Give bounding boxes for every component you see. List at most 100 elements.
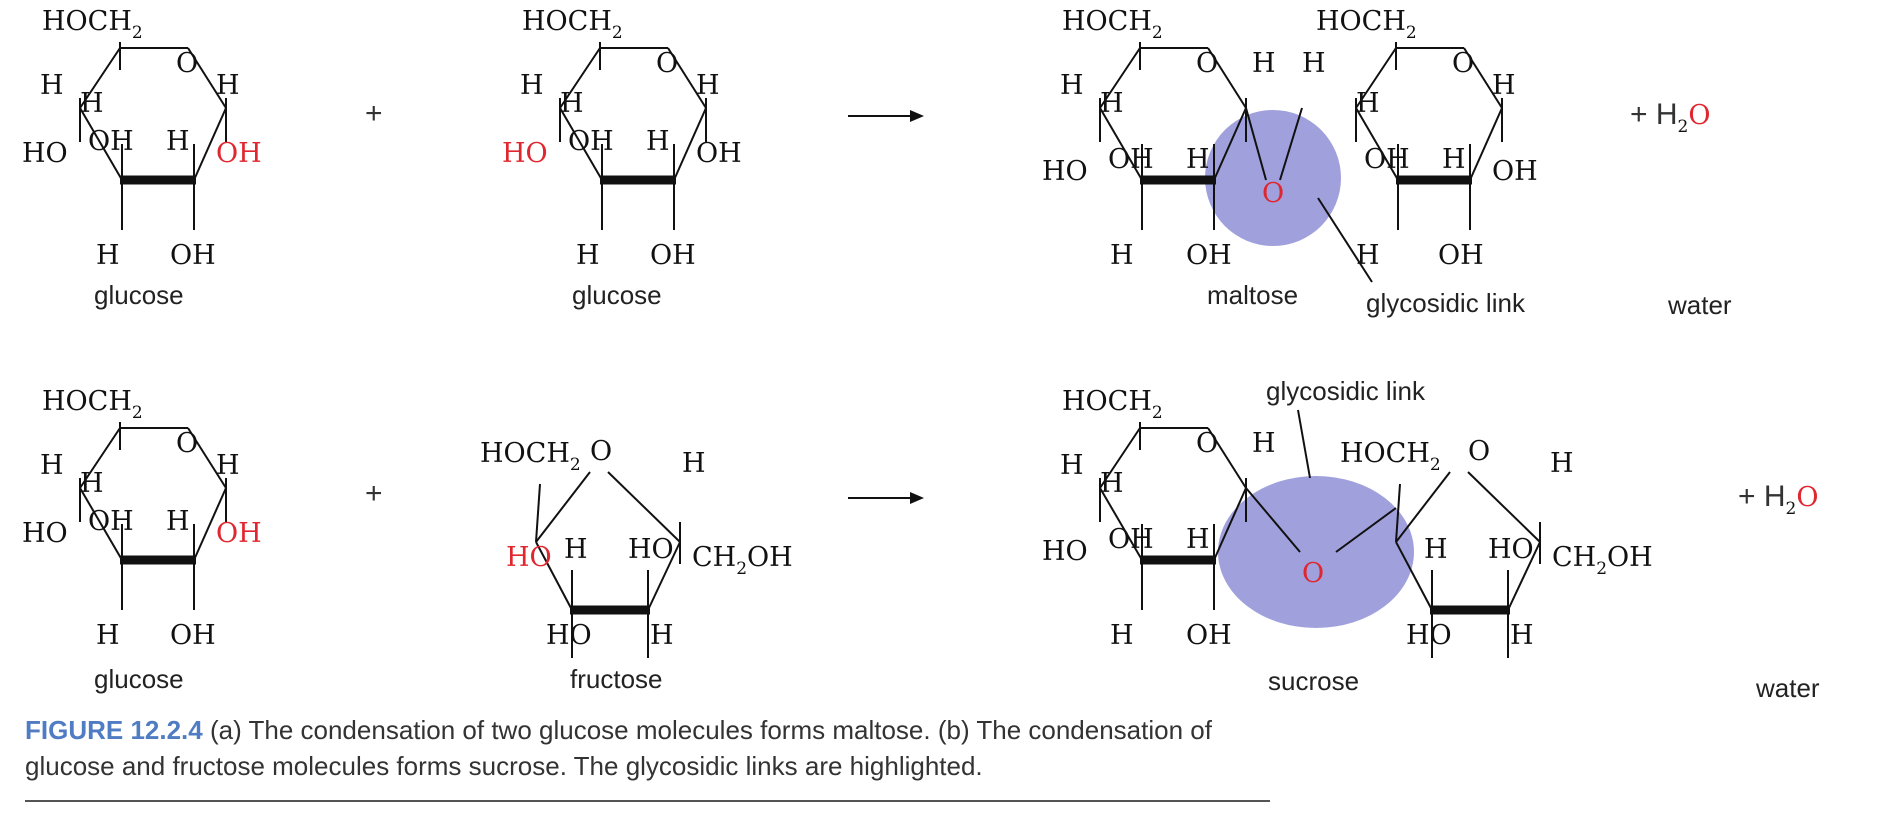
svg-text:HOCH2: HOCH2 (42, 386, 143, 423)
subscript: 2 (1152, 23, 1163, 43)
atom-label: HO (1488, 534, 1534, 565)
atom-label: HO (546, 620, 592, 651)
atom-label: OH (1186, 620, 1232, 651)
atom-label: H (1252, 48, 1276, 79)
atom-label: OH (88, 126, 134, 157)
atom-label: CH (692, 542, 736, 573)
subscript: 2 (132, 403, 143, 423)
bridge-oxygen: O (1302, 558, 1324, 589)
atom-label: HOCH (1062, 386, 1152, 417)
atom-label: HO (1042, 536, 1088, 567)
atom-label: H (1424, 534, 1448, 565)
svg-text:HOCH2: HOCH2 (480, 438, 581, 475)
maltose-molecule: HOCH2 O H H H HO OH H H OH HOCH2 O H H H… (1042, 6, 1538, 318)
atom-label: H (166, 506, 190, 537)
subscript: 2 (1430, 455, 1441, 475)
atom-label: OH (88, 506, 134, 537)
atom-label: HOCH (522, 6, 612, 37)
atom-label: OH (170, 620, 216, 651)
atom-label: H (1186, 524, 1210, 555)
subscript: 2 (1406, 23, 1417, 43)
atom-label: HOCH (480, 438, 570, 469)
removed-hydroxyl: OH (216, 518, 262, 549)
subscript: 2 (1786, 499, 1797, 519)
atom-label: OH (1108, 524, 1154, 555)
atom-label: H (96, 240, 120, 271)
ring-oxygen: O (176, 48, 198, 79)
removed-hydroxyl: OH (216, 138, 262, 169)
figure-caption: FIGURE 12.2.4 (a) The condensation of tw… (25, 712, 1265, 784)
atom-label: H (216, 70, 240, 101)
atom-label: H (560, 88, 584, 119)
subscript: 2 (1678, 117, 1689, 137)
formula-part: + H (1738, 480, 1786, 513)
glycosidic-link-highlight (1218, 476, 1414, 628)
plus-sign: + (365, 477, 383, 510)
atom-label: HO (628, 534, 674, 565)
atom-label: H (650, 620, 674, 651)
atom-label: H (40, 450, 64, 481)
atom-label: HOCH (42, 6, 132, 37)
atom-label: H (1492, 70, 1516, 101)
plus-sign: + (365, 97, 383, 130)
atom-label: CH (1552, 542, 1596, 573)
atom-label: HO (22, 138, 68, 169)
atom-label: HO (22, 518, 68, 549)
atom-label: H (1356, 88, 1380, 119)
atom-label: H (40, 70, 64, 101)
atom-label: H (646, 126, 670, 157)
formula-part: O (1796, 482, 1818, 513)
subscript: 2 (1152, 403, 1163, 423)
atom-label: OH (650, 240, 696, 271)
atom-label: OH (170, 240, 216, 271)
atom-label: H (520, 70, 544, 101)
glycosidic-link-highlight (1205, 110, 1341, 246)
atom-label: H (1100, 88, 1124, 119)
removed-hydrogen: HO (502, 138, 548, 169)
figure-label: FIGURE 12.2.4 (25, 715, 203, 745)
atom-label: H (1356, 240, 1380, 271)
atom-label: H (1060, 70, 1084, 101)
formula-part: + H (1630, 98, 1678, 131)
atom-label: OH (696, 138, 742, 169)
atom-label: OH (747, 542, 793, 573)
atom-label: H (216, 450, 240, 481)
removed-hydrogen: HO (506, 542, 552, 573)
subscript: 2 (132, 23, 143, 43)
atom-label: H (1186, 144, 1210, 175)
subscript: 2 (612, 23, 623, 43)
atom-label: H (1110, 620, 1134, 651)
ring-oxygen: O (656, 48, 678, 79)
bridge-oxygen: O (1262, 178, 1284, 209)
atom-label: H (1550, 448, 1574, 479)
atom-label: H (80, 88, 104, 119)
atom-label: H (564, 534, 588, 565)
glycosidic-link-label: glycosidic link (1266, 376, 1426, 406)
water-label: water (1755, 673, 1820, 703)
subscript: 2 (1596, 559, 1607, 579)
ring-oxygen: O (1196, 428, 1218, 459)
reaction-arrow (848, 492, 924, 504)
ring-oxygen: O (176, 428, 198, 459)
atom-label: OH (1364, 144, 1410, 175)
svg-text:CH2OH: CH2OH (1552, 542, 1653, 579)
subscript: 2 (736, 559, 747, 579)
svg-text:HOCH2: HOCH2 (42, 6, 143, 43)
glucose-molecule: HOCH2 O H H H HO OH H OH H OH glucose (22, 386, 262, 694)
atom-label: H (1100, 468, 1124, 499)
subscript: 2 (570, 455, 581, 475)
svg-text:HOCH2: HOCH2 (522, 6, 623, 43)
svg-text:HOCH2: HOCH2 (1340, 438, 1441, 475)
atom-label: H (1110, 240, 1134, 271)
atom-label: OH (1108, 144, 1154, 175)
glucose-molecule: HOCH2 O H H H HO OH H OH H OH glucose (22, 6, 262, 310)
atom-label: H (80, 468, 104, 499)
atom-label: OH (1492, 156, 1538, 187)
atom-label: HOCH (1316, 6, 1406, 37)
atom-label: OH (1186, 240, 1232, 271)
atom-label: OH (1607, 542, 1653, 573)
atom-label: OH (1438, 240, 1484, 271)
atom-label: OH (568, 126, 614, 157)
glycosidic-link-label: glycosidic link (1366, 288, 1526, 318)
atom-label: HOCH (1062, 6, 1152, 37)
